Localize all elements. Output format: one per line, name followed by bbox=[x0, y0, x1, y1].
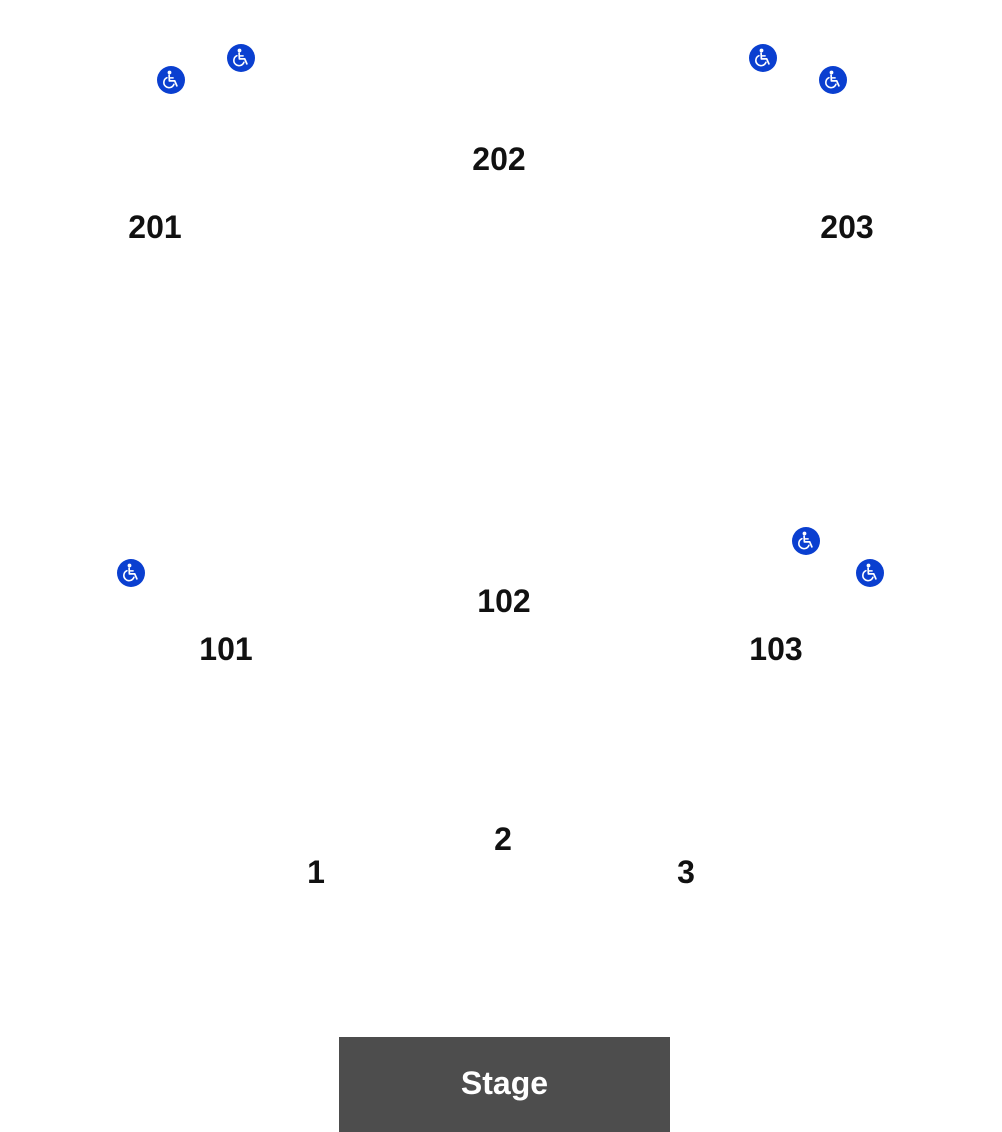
wheelchair-icon bbox=[157, 66, 186, 95]
section-102[interactable]: 102 bbox=[477, 583, 531, 619]
section-202[interactable]: 202 bbox=[472, 141, 526, 177]
section-101[interactable]: 101 bbox=[199, 631, 253, 667]
wheelchair-icon bbox=[856, 559, 885, 588]
section-1[interactable]: 1 bbox=[307, 854, 325, 890]
section-2[interactable]: 2 bbox=[494, 821, 512, 857]
section-201[interactable]: 201 bbox=[128, 209, 182, 245]
section-203[interactable]: 203 bbox=[820, 209, 874, 245]
wheelchair-icon bbox=[819, 66, 848, 95]
wheelchair-icon bbox=[792, 527, 821, 556]
wheelchair-icon bbox=[117, 559, 146, 588]
stage-label: Stage bbox=[460, 1065, 549, 1101]
section-3[interactable]: 3 bbox=[677, 854, 695, 890]
section-103[interactable]: 103 bbox=[749, 631, 803, 667]
stage: Stage bbox=[339, 1037, 670, 1132]
wheelchair-icon bbox=[227, 44, 256, 73]
wheelchair-icon bbox=[749, 44, 778, 73]
